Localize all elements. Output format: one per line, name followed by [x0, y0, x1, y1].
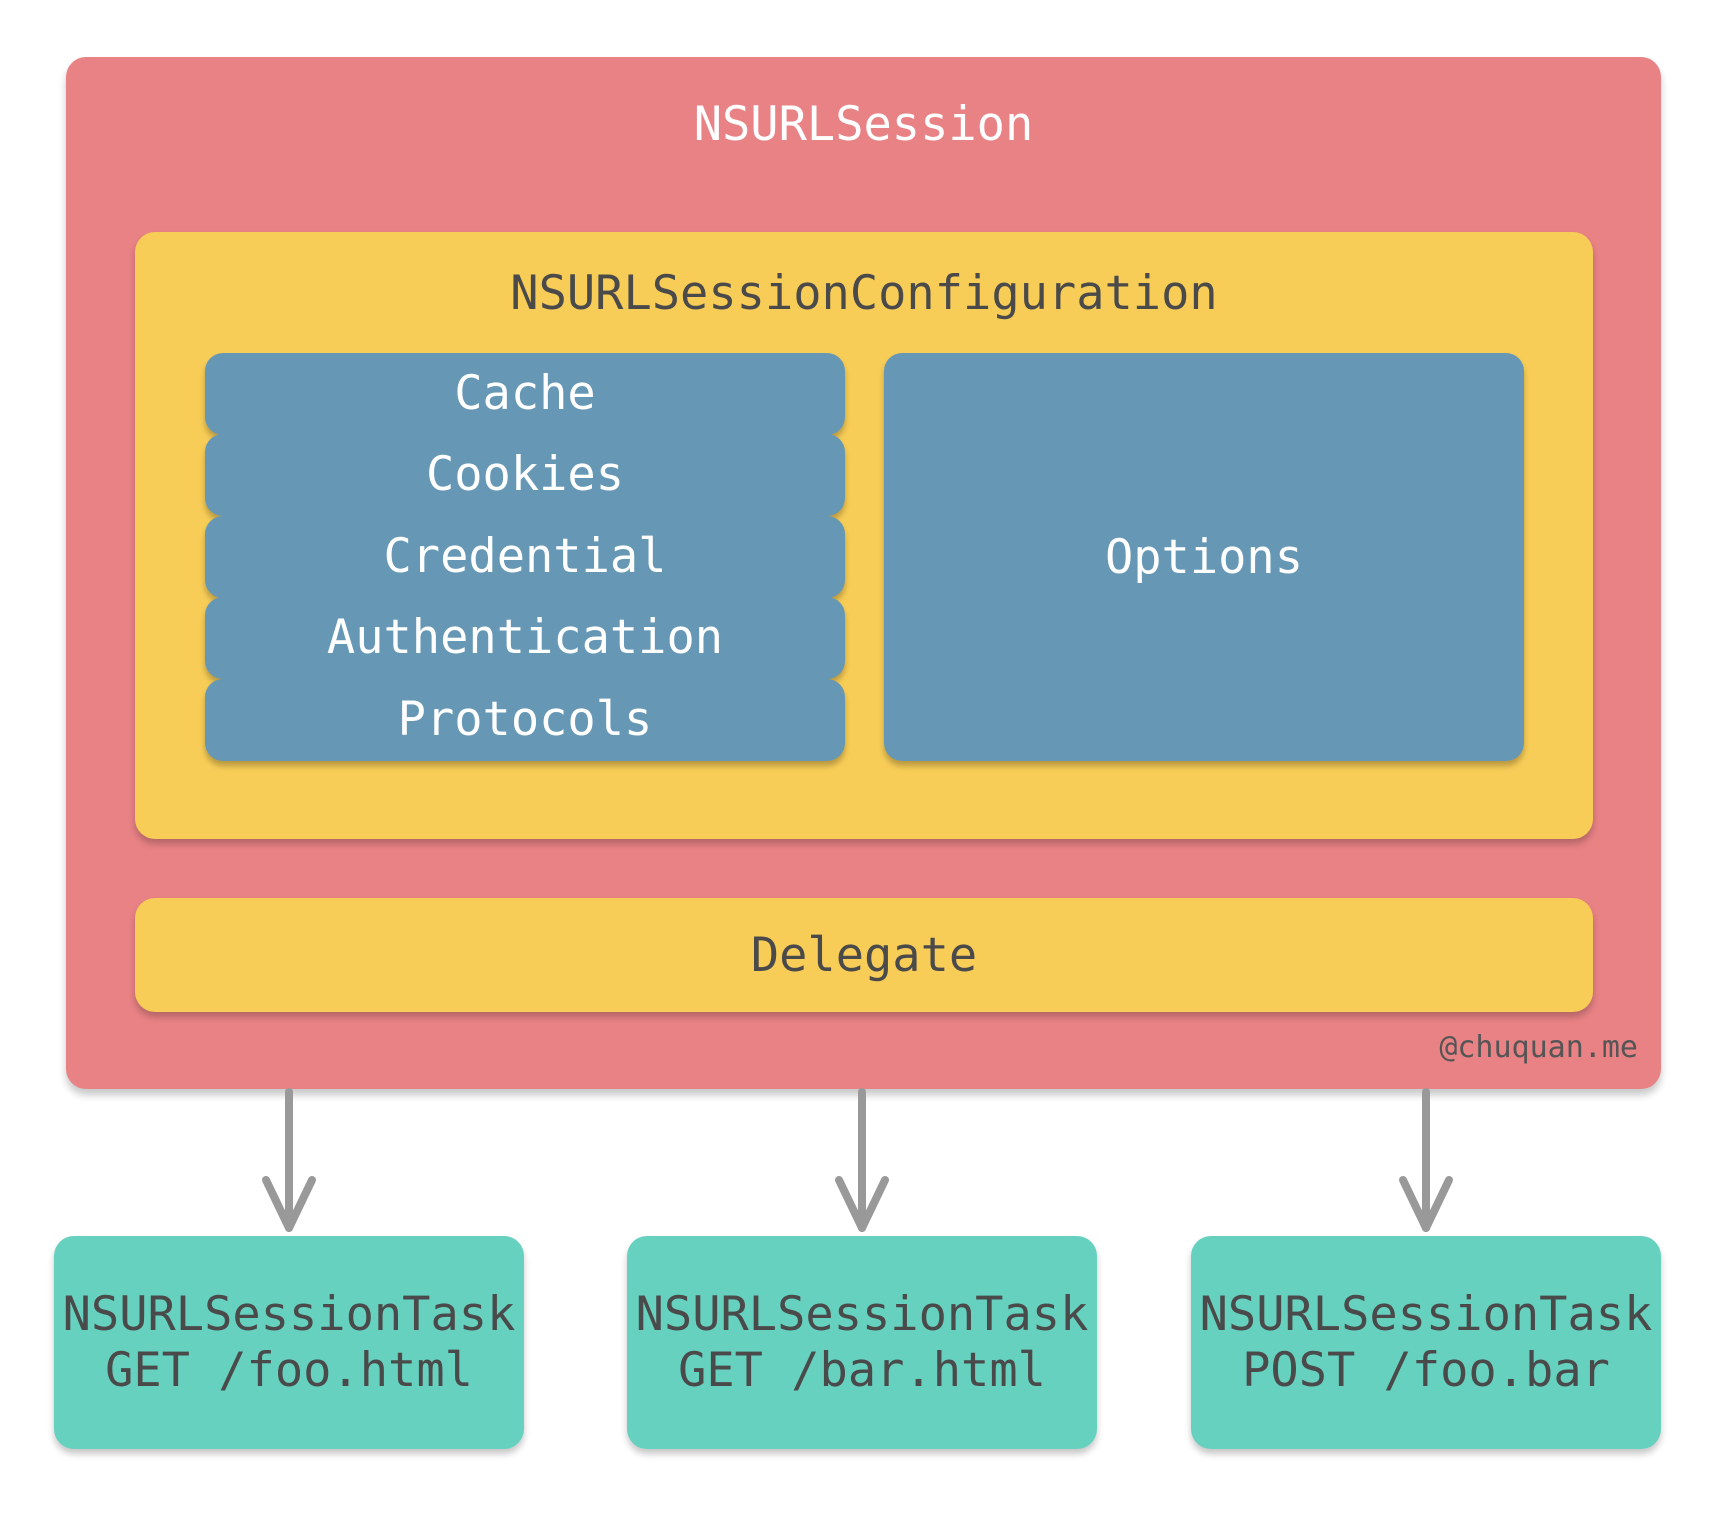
config-item-credential: Credential	[205, 516, 845, 598]
task-name: NSURLSessionTask	[635, 1286, 1089, 1342]
configuration-title: NSURLSessionConfiguration	[510, 266, 1218, 321]
task-request: GET /foo.html	[105, 1342, 473, 1398]
options-label: Options	[1104, 529, 1304, 585]
task-box-3: NSURLSessionTask POST /foo.bar	[1191, 1236, 1661, 1449]
task-request: GET /bar.html	[678, 1342, 1046, 1398]
arrow-to-task-2	[835, 1088, 889, 1232]
task-request: POST /foo.bar	[1242, 1342, 1610, 1398]
task-name: NSURLSessionTask	[1199, 1286, 1653, 1342]
config-item-cache: Cache	[205, 353, 845, 435]
options-box: Options	[884, 353, 1524, 761]
arrow-to-task-1	[262, 1088, 316, 1232]
delegate-label: Delegate	[750, 927, 978, 983]
task-box-1: NSURLSessionTask GET /foo.html	[54, 1236, 524, 1449]
arrow-to-task-3	[1399, 1088, 1453, 1232]
config-item-authentication: Authentication	[205, 597, 845, 679]
watermark: @chuquan.me	[1439, 1030, 1638, 1065]
config-item-protocols: Protocols	[205, 679, 845, 761]
delegate-box: Delegate	[135, 898, 1593, 1012]
session-title: NSURLSession	[693, 97, 1034, 152]
task-box-2: NSURLSessionTask GET /bar.html	[627, 1236, 1097, 1449]
task-name: NSURLSessionTask	[62, 1286, 516, 1342]
config-item-cookies: Cookies	[205, 434, 845, 516]
